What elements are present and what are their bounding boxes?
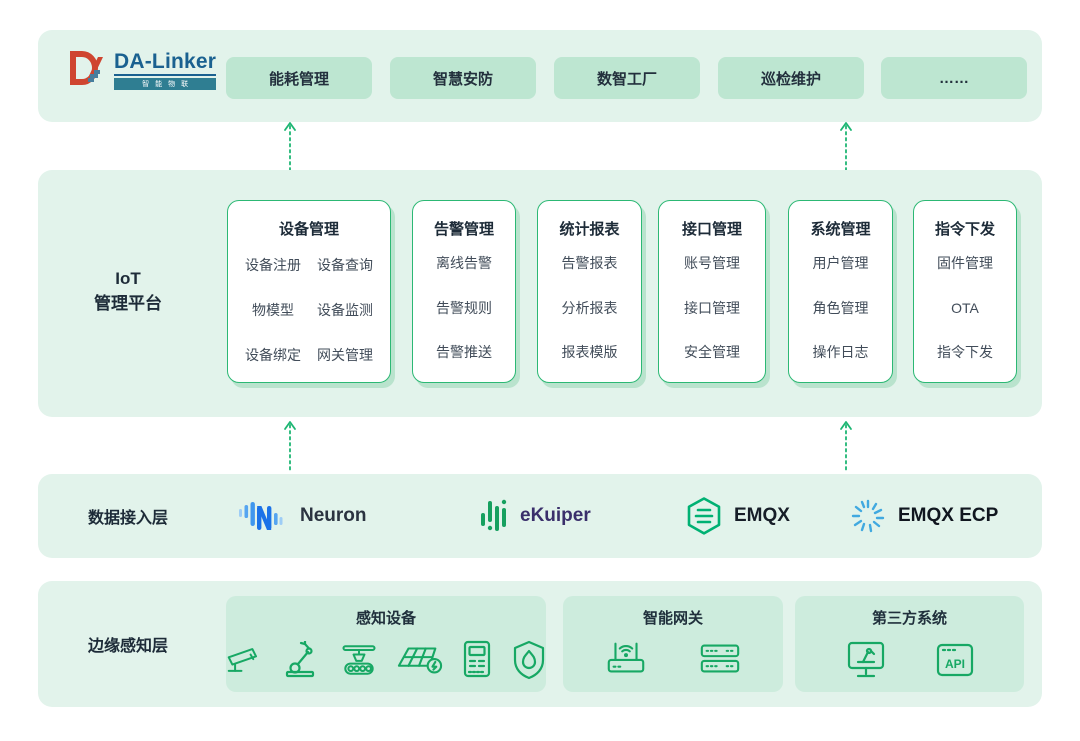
card-statistics-reports: 统计报表 告警报表 分析报表 报表模版 — [537, 200, 642, 383]
emqx-ecp-icon — [851, 499, 885, 533]
cctv-camera-icon — [227, 648, 257, 672]
card-interface-management: 接口管理 账号管理 接口管理 安全管理 — [658, 200, 766, 383]
server-rack-icon — [700, 644, 740, 673]
card-item: 安全管理 — [684, 344, 740, 360]
card-items: 告警报表 分析报表 报表模版 — [562, 253, 618, 362]
chip-digital-factory[interactable]: 数智工厂 — [554, 57, 700, 99]
up-arrow — [283, 420, 297, 477]
chip-smart-security[interactable]: 智慧安防 — [390, 57, 536, 99]
ekuiper-icon — [481, 499, 507, 531]
card-item: 固件管理 — [937, 255, 993, 271]
iot-platform-section: IoT 管理平台 设备管理 设备注册 设备查询 物模型 设备监测 设备绑定 网关… — [38, 170, 1042, 417]
product-name: eKuiper — [520, 505, 591, 526]
card-title: 系统管理 — [810, 221, 871, 238]
card-item: 告警报表 — [561, 255, 618, 271]
card-item: 报表模版 — [561, 344, 618, 360]
da-linker-logo-icon — [70, 51, 103, 85]
neuron-icon — [239, 502, 283, 530]
up-arrow — [283, 121, 297, 176]
api-label: API — [944, 657, 964, 671]
chip-energy-management[interactable]: 能耗管理 — [226, 57, 372, 99]
group-smart-gateway: 智能网关 — [563, 596, 783, 692]
card-title: 告警管理 — [433, 221, 494, 238]
card-item: 设备查询 — [317, 257, 373, 273]
data-access-section: 数据接入层 Neuron eKui — [38, 474, 1042, 558]
group-icons: API — [845, 640, 975, 680]
card-items: 固件管理 OTA 指令下发 — [937, 253, 993, 362]
card-title: 设备管理 — [278, 221, 339, 238]
group-title: 智能网关 — [642, 610, 703, 627]
product-neuron: Neuron — [238, 500, 367, 532]
card-item: OTA — [951, 299, 979, 316]
card-items: 账号管理 接口管理 安全管理 — [684, 253, 740, 362]
iot-platform-label: IoT 管理平台 — [58, 266, 198, 316]
card-item: 用户管理 — [812, 255, 869, 271]
card-item: 角色管理 — [812, 299, 869, 316]
card-title: 接口管理 — [681, 221, 742, 238]
iot-label-line1: IoT — [115, 269, 141, 288]
card-item: 接口管理 — [684, 299, 740, 316]
card-system-management: 系统管理 用户管理 角色管理 操作日志 — [788, 200, 893, 383]
electric-meter-icon — [463, 640, 490, 678]
group-icons — [604, 640, 742, 678]
card-title: 统计报表 — [559, 221, 620, 238]
card-item: 网关管理 — [317, 347, 373, 363]
fire-shield-icon — [513, 640, 544, 680]
card-command-dispatch: 指令下发 固件管理 OTA 指令下发 — [913, 200, 1017, 383]
card-items: 离线告警 告警规则 告警推送 — [436, 253, 492, 362]
card-item: 设备注册 — [245, 257, 301, 273]
data-access-label: 数据接入层 — [88, 510, 169, 527]
product-emqx: EMQX — [686, 496, 790, 536]
api-window-icon: API — [936, 643, 973, 677]
group-icons — [226, 640, 547, 680]
card-item: 告警规则 — [436, 299, 492, 316]
card-item: 物模型 — [252, 302, 294, 318]
group-title: 第三方系统 — [871, 610, 947, 627]
edge-layer-section: 边缘感知层 感知设备 — [38, 581, 1042, 707]
logo-name: DA-Linker — [114, 50, 217, 76]
da-linker-logo: DA-Linker 智能物联 — [68, 49, 217, 91]
card-item: 指令下发 — [937, 344, 993, 360]
solar-panel-icon — [397, 647, 442, 674]
product-name: EMQX — [734, 505, 790, 526]
card-item: 设备监测 — [317, 302, 373, 318]
card-alarm-management: 告警管理 离线告警 告警规则 告警推送 — [412, 200, 516, 383]
card-item: 离线告警 — [436, 255, 492, 271]
card-item: 分析报表 — [561, 299, 618, 316]
product-emqx-ecp: EMQX ECP — [850, 498, 998, 534]
chip-more[interactable]: …… — [881, 57, 1027, 99]
edge-layer-label: 边缘感知层 — [88, 638, 169, 655]
logo-tagline: 智能物联 — [114, 77, 217, 90]
up-arrow — [839, 121, 853, 176]
card-item: 设备绑定 — [245, 347, 301, 363]
product-name: EMQX ECP — [898, 505, 999, 526]
group-sensing-devices: 感知设备 — [226, 596, 546, 692]
monitor-robot-icon — [847, 641, 884, 678]
card-items: 用户管理 角色管理 操作日志 — [813, 253, 869, 362]
robot-arm-icon — [285, 641, 314, 678]
chip-inspection-maintenance[interactable]: 巡检维护 — [718, 57, 864, 99]
up-arrow — [839, 420, 853, 477]
wifi-router-icon — [607, 642, 645, 673]
card-item: 账号管理 — [684, 255, 740, 271]
conveyor-machine-icon — [341, 645, 376, 675]
group-title: 感知设备 — [355, 610, 416, 627]
top-bar-section: DA-Linker 智能物联 能耗管理 智慧安防 数智工厂 巡检维护 …… — [38, 30, 1042, 122]
product-name: Neuron — [300, 505, 367, 526]
card-item: 告警推送 — [436, 344, 492, 360]
product-ekuiper: eKuiper — [480, 497, 591, 535]
group-third-party-systems: 第三方系统 — [795, 596, 1024, 692]
emqx-icon — [687, 497, 721, 535]
card-title: 指令下发 — [934, 221, 995, 238]
iot-label-line2: 管理平台 — [94, 294, 162, 313]
card-items: 设备注册 设备查询 物模型 设备监测 设备绑定 网关管理 — [245, 255, 373, 365]
card-item: 操作日志 — [812, 344, 869, 360]
card-device-management: 设备管理 设备注册 设备查询 物模型 设备监测 设备绑定 网关管理 — [227, 200, 391, 383]
